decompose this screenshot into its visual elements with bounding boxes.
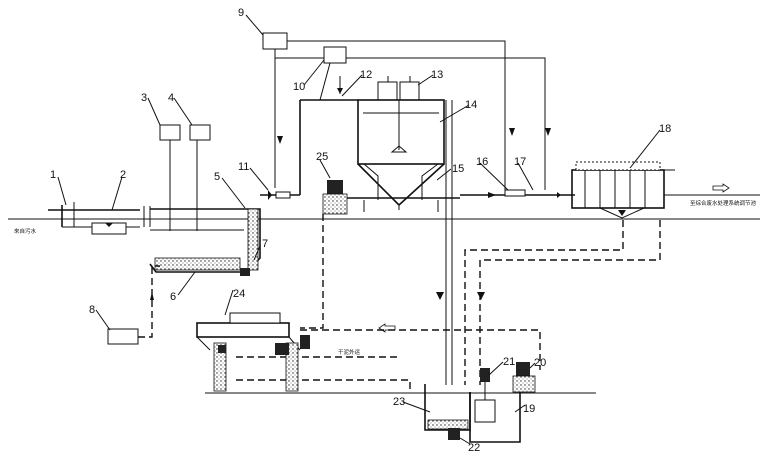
controller-9 (262, 32, 546, 190)
grit-chamber (91, 222, 127, 235)
sludge-thickener-14 (357, 99, 445, 212)
pump-22 (448, 428, 460, 440)
label-5: 5 (214, 171, 220, 183)
drain-pipe (277, 100, 551, 385)
dosing-tank-10 (319, 46, 354, 101)
label-15: 15 (452, 163, 464, 175)
pump-20 (512, 362, 536, 393)
sump-19 (469, 380, 521, 443)
label-20: 20 (534, 357, 546, 369)
label-25: 25 (316, 151, 328, 163)
label-19: 19 (523, 403, 535, 415)
label-17: 17 (514, 156, 526, 168)
label-24: 24 (233, 288, 245, 300)
inlet-note: 來自污水 (14, 227, 37, 235)
label-11: 11 (238, 161, 249, 173)
outflow-pipe (347, 189, 575, 199)
aeration-pipe (138, 265, 160, 338)
label-9: 9 (238, 7, 244, 19)
label-7: 7 (262, 238, 268, 250)
label-18: 18 (659, 123, 671, 135)
label-21: 21 (503, 356, 515, 368)
outlet-note: 至综合废水处理系统调节池 (690, 199, 757, 207)
label-2: 2 (120, 169, 126, 181)
instrument-box-3 (159, 124, 181, 231)
pump-25 (322, 180, 348, 215)
regulating-tank (149, 208, 261, 276)
sludge-return-line (236, 214, 661, 392)
thickener-inlet-pipe (299, 76, 358, 195)
sump-23 (424, 384, 471, 431)
instrument-box-4 (189, 124, 211, 231)
label-13: 13 (431, 69, 443, 81)
flocculant-mixer-13 (377, 76, 420, 101)
label-16: 16 (476, 156, 488, 168)
filter-press-18 (571, 161, 760, 219)
dosing-point-11 (260, 190, 300, 200)
dewatering-machine-24 (196, 312, 310, 392)
label-8: 8 (89, 304, 95, 316)
label-1: 1 (50, 169, 56, 181)
label-10: 10 (293, 81, 305, 93)
pump-21 (480, 368, 490, 382)
label-3: 3 (141, 92, 147, 104)
label-4: 4 (168, 92, 174, 104)
air-blower-8 (107, 328, 139, 345)
label-14: 14 (465, 99, 477, 111)
leader-lines (57, 14, 661, 445)
filtrate-note: 干泥外运 (338, 348, 361, 356)
label-6: 6 (170, 291, 176, 303)
label-12: 12 (360, 69, 372, 81)
label-23: 23 (393, 396, 405, 408)
label-22: 22 (468, 442, 480, 454)
